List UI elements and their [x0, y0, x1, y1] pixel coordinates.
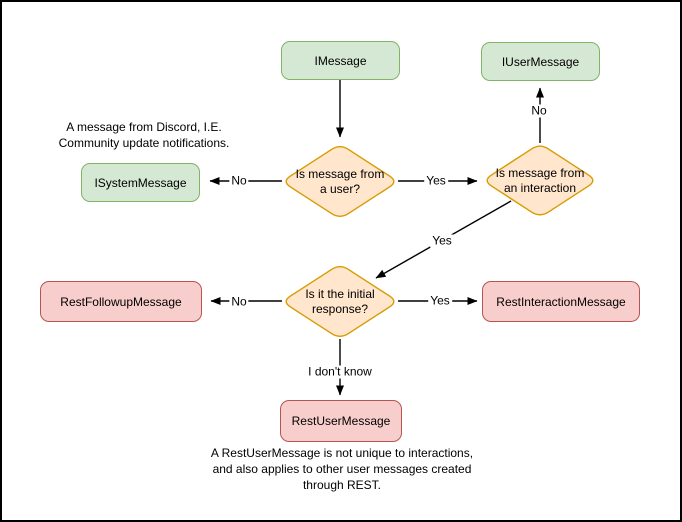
node-restinteractionmessage: RestInteractionMessage	[482, 281, 640, 322]
edge-label-from-user-yes: Yes	[424, 173, 448, 188]
edge-label-initial-yes: Yes	[428, 293, 452, 308]
decision-initial-response-label: Is it the initial response?	[305, 287, 375, 316]
node-restusermessage: RestUserMessage	[280, 400, 402, 442]
edge-label-initial-unknown: I don't know	[306, 364, 374, 379]
edge-label-from-interaction-yes: Yes	[430, 233, 454, 248]
node-isystemmessage: ISystemMessage	[81, 163, 200, 202]
edge-label-from-user-no: No	[229, 173, 249, 188]
node-iusermessage: IUserMessage	[481, 42, 600, 81]
node-imessage: IMessage	[281, 41, 400, 80]
decision-from-interaction-label: Is message from an interaction	[495, 166, 585, 195]
note-system-message: A message from Discord, I.E. Community u…	[58, 120, 230, 150]
edge-label-initial-no: No	[229, 294, 249, 309]
node-restfollowupmessage: RestFollowupMessage	[40, 281, 202, 322]
edge-label-from-interaction-no: No	[529, 103, 549, 118]
note-rest-user-message: A RestUserMessage is not unique to inter…	[210, 446, 474, 492]
decision-from-user-label: Is message from a user?	[295, 167, 385, 196]
